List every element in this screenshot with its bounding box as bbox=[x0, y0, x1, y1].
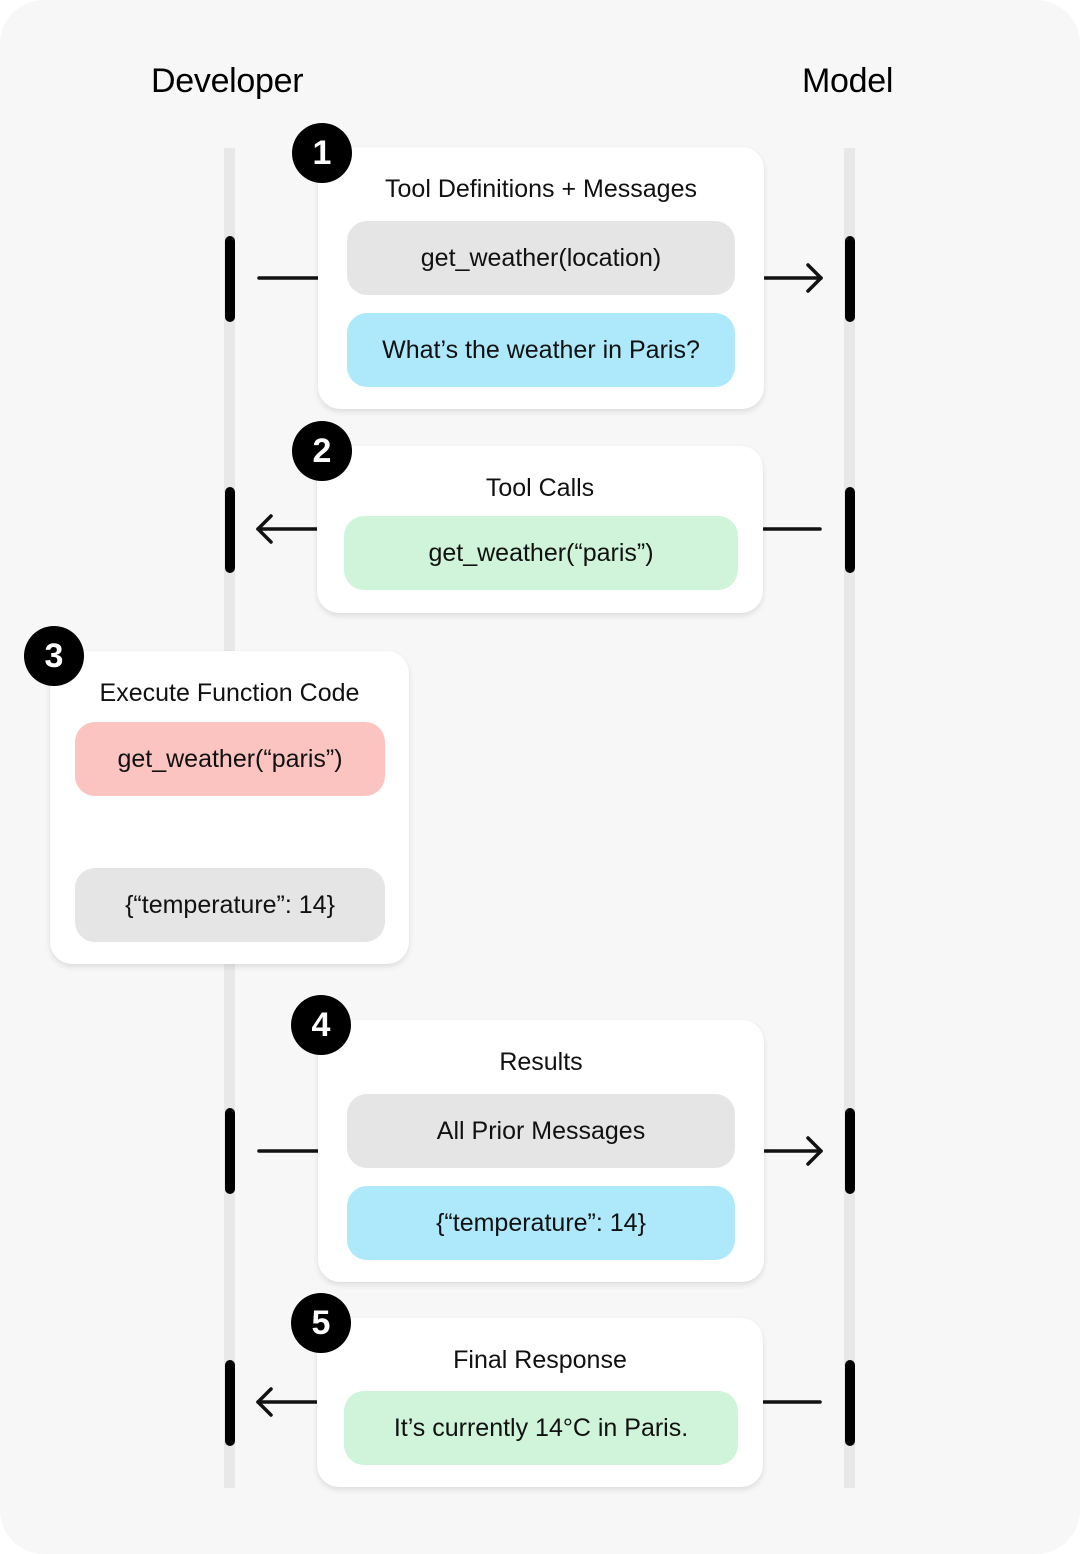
step-1-title: Tool Definitions + Messages bbox=[385, 175, 697, 203]
step-5-title: Final Response bbox=[453, 1346, 627, 1374]
final-response-pill: It’s currently 14°C in Paris. bbox=[344, 1391, 738, 1465]
model-tick-step-2 bbox=[845, 487, 855, 573]
developer-tick-step-4 bbox=[225, 1108, 235, 1194]
step-2-badge: 2 bbox=[292, 421, 352, 481]
step-5-badge: 5 bbox=[291, 1293, 351, 1353]
step-2-card: Tool Calls get_weather(“paris”) bbox=[317, 446, 763, 613]
function-result-pill: {“temperature”: 14} bbox=[75, 868, 385, 942]
function-execution-pill: get_weather(“paris”) bbox=[75, 722, 385, 796]
model-lifeline bbox=[844, 148, 855, 1488]
developer-tick-step-5 bbox=[225, 1360, 235, 1446]
model-column-heading: Model bbox=[802, 62, 894, 100]
step-1-card: Tool Definitions + Messages get_weather(… bbox=[318, 147, 764, 409]
tool-call-pill: get_weather(“paris”) bbox=[344, 516, 738, 590]
step-3-card: Execute Function Code get_weather(“paris… bbox=[50, 651, 409, 964]
model-tick-step-5 bbox=[845, 1360, 855, 1446]
developer-tick-step-2 bbox=[225, 487, 235, 573]
prior-messages-pill: All Prior Messages bbox=[347, 1094, 735, 1168]
step-4-title: Results bbox=[499, 1048, 583, 1076]
step-5-arrowhead-icon bbox=[256, 1387, 273, 1417]
step-2-title: Tool Calls bbox=[485, 474, 595, 502]
tool-definition-pill: get_weather(location) bbox=[347, 221, 735, 295]
step-3-badge: 3 bbox=[24, 626, 84, 686]
model-tick-step-1 bbox=[845, 236, 855, 322]
user-message-pill: What’s the weather in Paris? bbox=[347, 313, 735, 387]
developer-tick-step-1 bbox=[225, 236, 235, 322]
step-4-arrowhead-icon bbox=[806, 1136, 823, 1166]
step-3-title: Execute Function Code bbox=[99, 679, 360, 707]
model-tick-step-4 bbox=[845, 1108, 855, 1194]
step-5-card: Final Response It’s currently 14°C in Pa… bbox=[317, 1318, 763, 1487]
step-1-arrowhead-icon bbox=[806, 263, 823, 293]
developer-column-heading: Developer bbox=[151, 62, 304, 100]
step-2-arrowhead-icon bbox=[256, 514, 273, 544]
step-1-badge: 1 bbox=[292, 123, 352, 183]
step-4-card: Results All Prior Messages {“temperature… bbox=[318, 1020, 764, 1282]
step-4-badge: 4 bbox=[291, 995, 351, 1055]
result-message-pill: {“temperature”: 14} bbox=[347, 1186, 735, 1260]
